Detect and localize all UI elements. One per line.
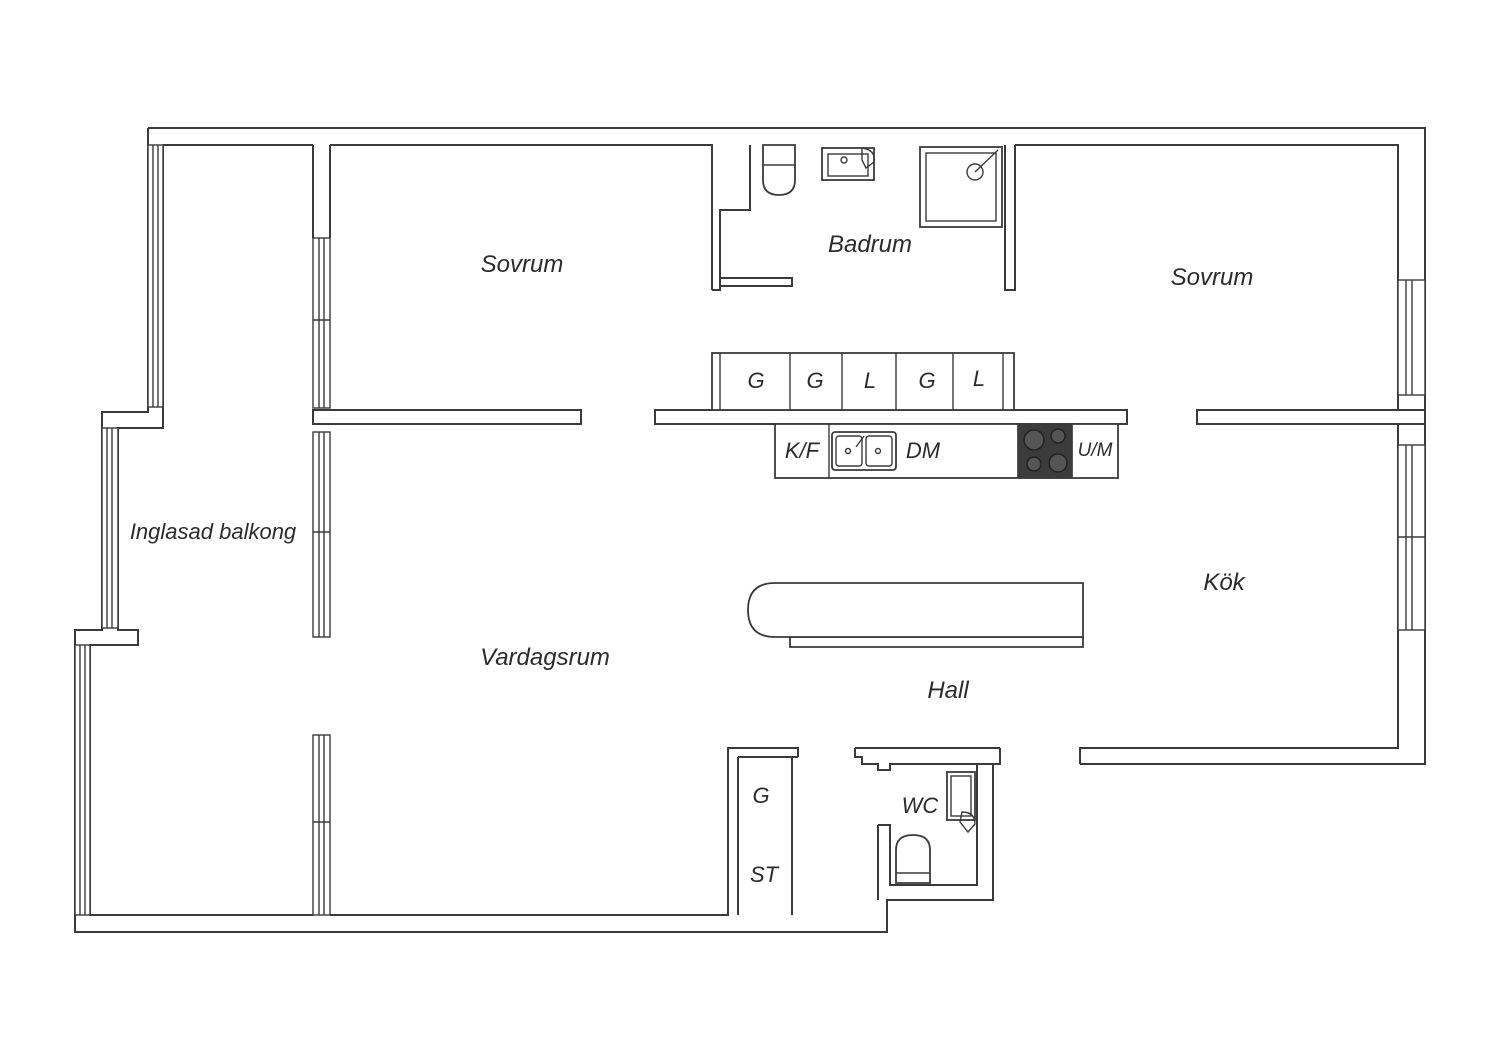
- bathroom-fixtures: [762, 144, 1003, 228]
- cabinet-label: L: [973, 366, 985, 391]
- oven-microwave-label: U/M: [1078, 440, 1113, 461]
- interior-walls: [312, 145, 1426, 915]
- room-labels: Sovrum Badrum Sovrum Inglasad balkong Va…: [130, 231, 1254, 818]
- toilet-icon: [762, 144, 796, 196]
- sink-double-icon: [831, 431, 897, 471]
- room-label-inglasad-balkong: Inglasad balkong: [130, 519, 297, 544]
- closet-label: ST: [750, 862, 780, 887]
- kitchen-counter: [774, 423, 1119, 479]
- room-label-wc: WC: [902, 793, 939, 818]
- room-label-vardagsrum: Vardagsrum: [480, 644, 610, 671]
- room-label-sovrum-right: Sovrum: [1171, 264, 1254, 291]
- dishwasher-label: DM: [906, 438, 941, 463]
- wc-fixtures: [895, 771, 976, 884]
- cabinet-label: G: [918, 368, 935, 393]
- cabinet-label: G: [806, 368, 823, 393]
- kitchen-island: [747, 582, 1084, 648]
- shower-icon: [919, 146, 1003, 228]
- upper-cabinets: [711, 352, 1015, 411]
- fixture-labels: G G L G L K/F DM U/M G ST: [747, 366, 1112, 887]
- wc-toilet-icon: [895, 834, 931, 884]
- room-label-badrum: Badrum: [828, 231, 912, 258]
- cabinet-label: L: [864, 368, 876, 393]
- room-label-sovrum-left: Sovrum: [481, 251, 564, 278]
- cabinet-label: G: [747, 368, 764, 393]
- right-windows: [1397, 279, 1426, 631]
- room-label-kok: Kök: [1203, 569, 1246, 596]
- balcony-windows: [74, 144, 164, 916]
- sink-icon: [821, 147, 875, 181]
- closet-label: G: [752, 783, 769, 808]
- fridge-freezer-label: K/F: [785, 438, 821, 463]
- room-label-hall: Hall: [927, 677, 969, 704]
- balcony-inner-wall: [312, 145, 331, 916]
